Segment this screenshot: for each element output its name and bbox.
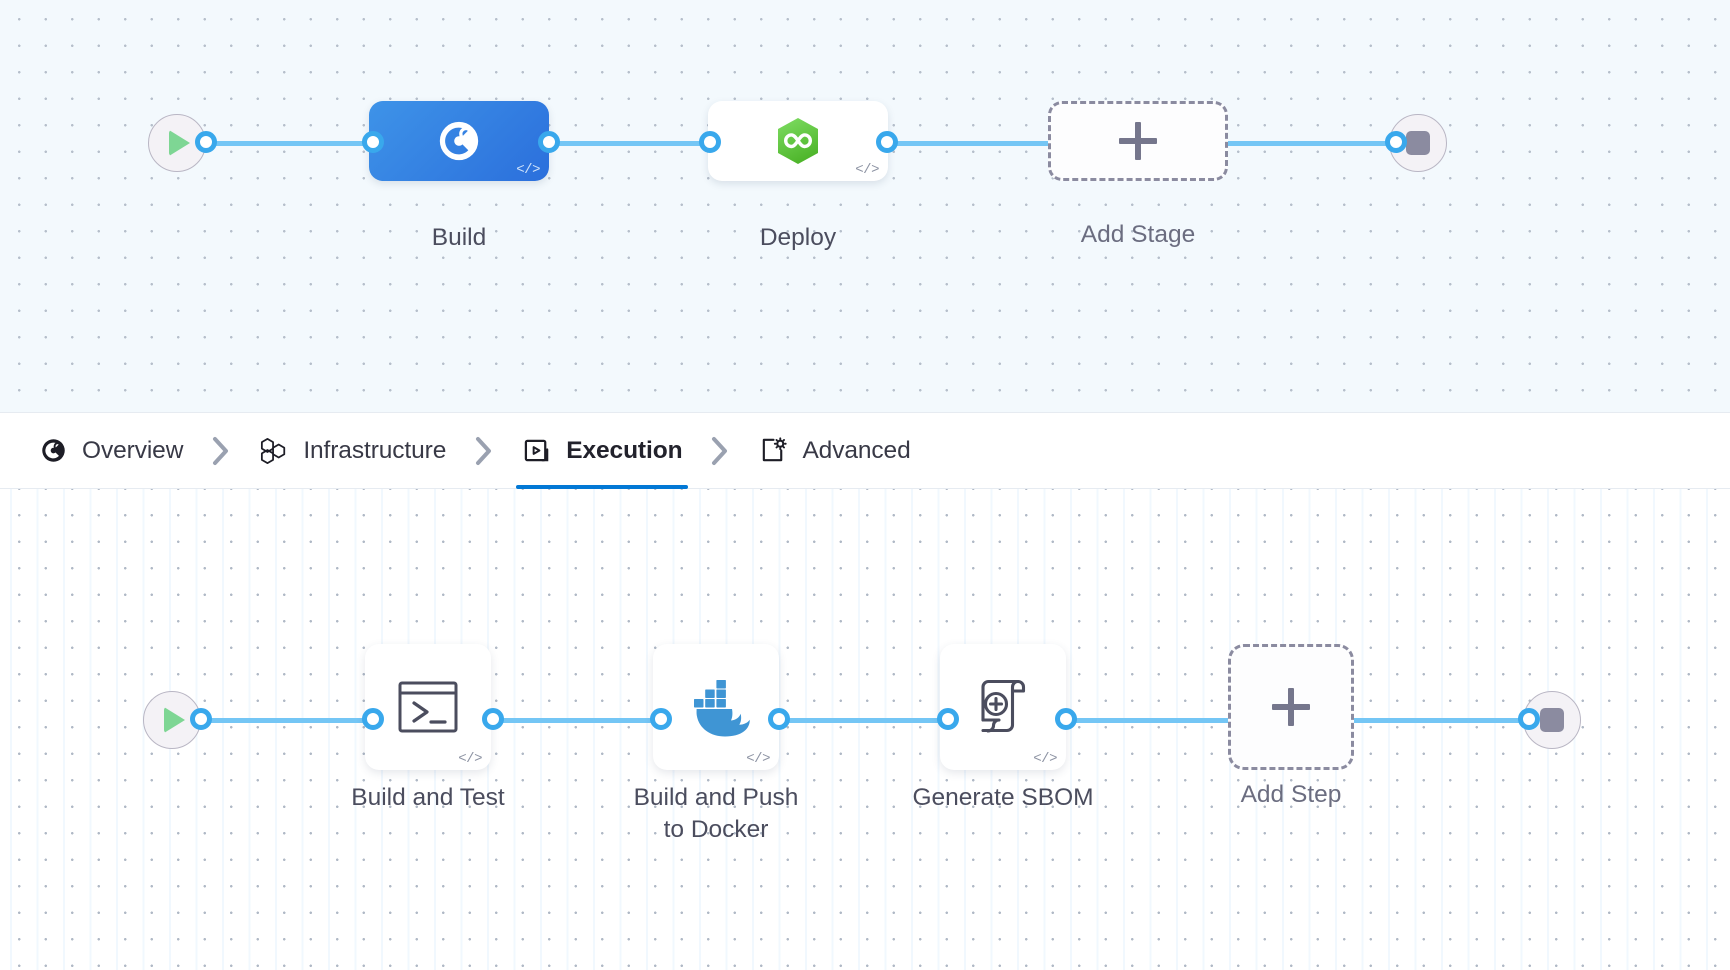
pipeline-steps-canvas[interactable]: </> Build and Test </> Build and Push to (0, 489, 1730, 970)
port-build-in[interactable] (362, 131, 384, 153)
stage-config-tabbar: Overview Infrastructure (0, 413, 1730, 489)
stage-label-build: Build (431, 224, 487, 251)
execution-play-icon (522, 436, 552, 466)
port-build-out[interactable] (538, 131, 560, 153)
stage-label-deploy: Deploy (759, 224, 837, 251)
steps-end-node[interactable] (1523, 691, 1581, 749)
code-badge-icon: </> (855, 162, 879, 178)
add-stage-button[interactable] (1048, 101, 1228, 181)
port-end-in[interactable] (1385, 131, 1407, 153)
tab-label-execution: Execution (566, 436, 683, 464)
tab-label-overview: Overview (82, 436, 184, 464)
hexagons-icon (259, 436, 289, 466)
port-start-out[interactable] (195, 131, 217, 153)
steps-start-node[interactable] (143, 691, 201, 749)
terminal-icon (398, 681, 458, 733)
port-deploy-out[interactable] (876, 131, 898, 153)
port-deploy-in[interactable] (699, 131, 721, 153)
port-docker-in[interactable] (650, 708, 672, 730)
port-buildtest-in[interactable] (362, 708, 384, 730)
port-buildtest-out[interactable] (482, 708, 504, 730)
add-step-label: Add Step (1240, 781, 1342, 808)
stop-icon (1540, 708, 1564, 732)
edge-addstep-to-end (1348, 718, 1523, 723)
port-sbom-in[interactable] (937, 708, 959, 730)
edge-deploy-to-addstage (882, 141, 1054, 146)
code-badge-icon: </> (746, 751, 770, 767)
step-label-build-and-test: Build and Test (351, 784, 505, 811)
port-sbom-out[interactable] (1055, 708, 1077, 730)
code-badge-icon: </> (458, 751, 482, 767)
tab-label-infrastructure: Infrastructure (303, 436, 447, 464)
step-node-build-and-push-to-docker[interactable]: </> (653, 644, 779, 770)
port-steps-start-out[interactable] (190, 708, 212, 730)
overview-ci-icon (38, 436, 68, 466)
edge-buildtest-to-docker (487, 718, 660, 723)
step-node-build-and-test[interactable]: </> (365, 644, 491, 770)
edge-addstage-to-end (1222, 141, 1392, 146)
port-docker-out[interactable] (768, 708, 790, 730)
step-label-generate-sbom: Generate SBOM (912, 784, 1094, 811)
step-label-build-and-push-to-docker: Build and Push to Docker (633, 784, 799, 844)
harness-cd-icon (778, 118, 818, 164)
port-steps-end-in[interactable] (1518, 708, 1540, 730)
chevron-right-icon (187, 435, 255, 467)
tab-overview[interactable]: Overview (34, 413, 187, 489)
pipeline-end-node[interactable] (1389, 114, 1447, 172)
step-node-generate-sbom[interactable]: </> (940, 644, 1066, 770)
pipeline-stages-canvas[interactable]: </> Build </> Deploy Add (0, 0, 1730, 413)
edge-build-to-deploy (545, 141, 717, 146)
edge-start-to-build (205, 141, 375, 146)
tab-execution[interactable]: Execution (516, 413, 689, 489)
edge-start-to-buildtest (200, 718, 375, 723)
plus-icon (1272, 688, 1310, 726)
play-icon (169, 130, 190, 156)
edge-sbom-to-addstep (1060, 718, 1232, 723)
tab-label-advanced: Advanced (802, 436, 911, 464)
code-badge-icon: </> (1033, 751, 1057, 767)
harness-ci-icon (439, 121, 479, 161)
tab-advanced[interactable]: Advanced (754, 413, 914, 489)
add-step-button[interactable] (1228, 644, 1354, 770)
code-badge-icon: </> (516, 162, 540, 178)
play-icon (164, 707, 185, 733)
scroll-plus-icon (981, 679, 1026, 733)
gear-box-icon (758, 436, 788, 466)
stage-node-deploy[interactable]: </> (708, 101, 888, 181)
tab-infrastructure[interactable]: Infrastructure (255, 413, 450, 489)
stop-icon (1406, 131, 1430, 155)
chevron-right-icon (450, 435, 518, 467)
plus-icon (1119, 122, 1157, 160)
docker-whale-icon (691, 680, 750, 737)
add-stage-label: Add Stage (1080, 221, 1196, 248)
stage-node-build[interactable]: </> (369, 101, 549, 181)
chevron-right-icon (686, 435, 754, 467)
edge-docker-to-sbom (773, 718, 946, 723)
